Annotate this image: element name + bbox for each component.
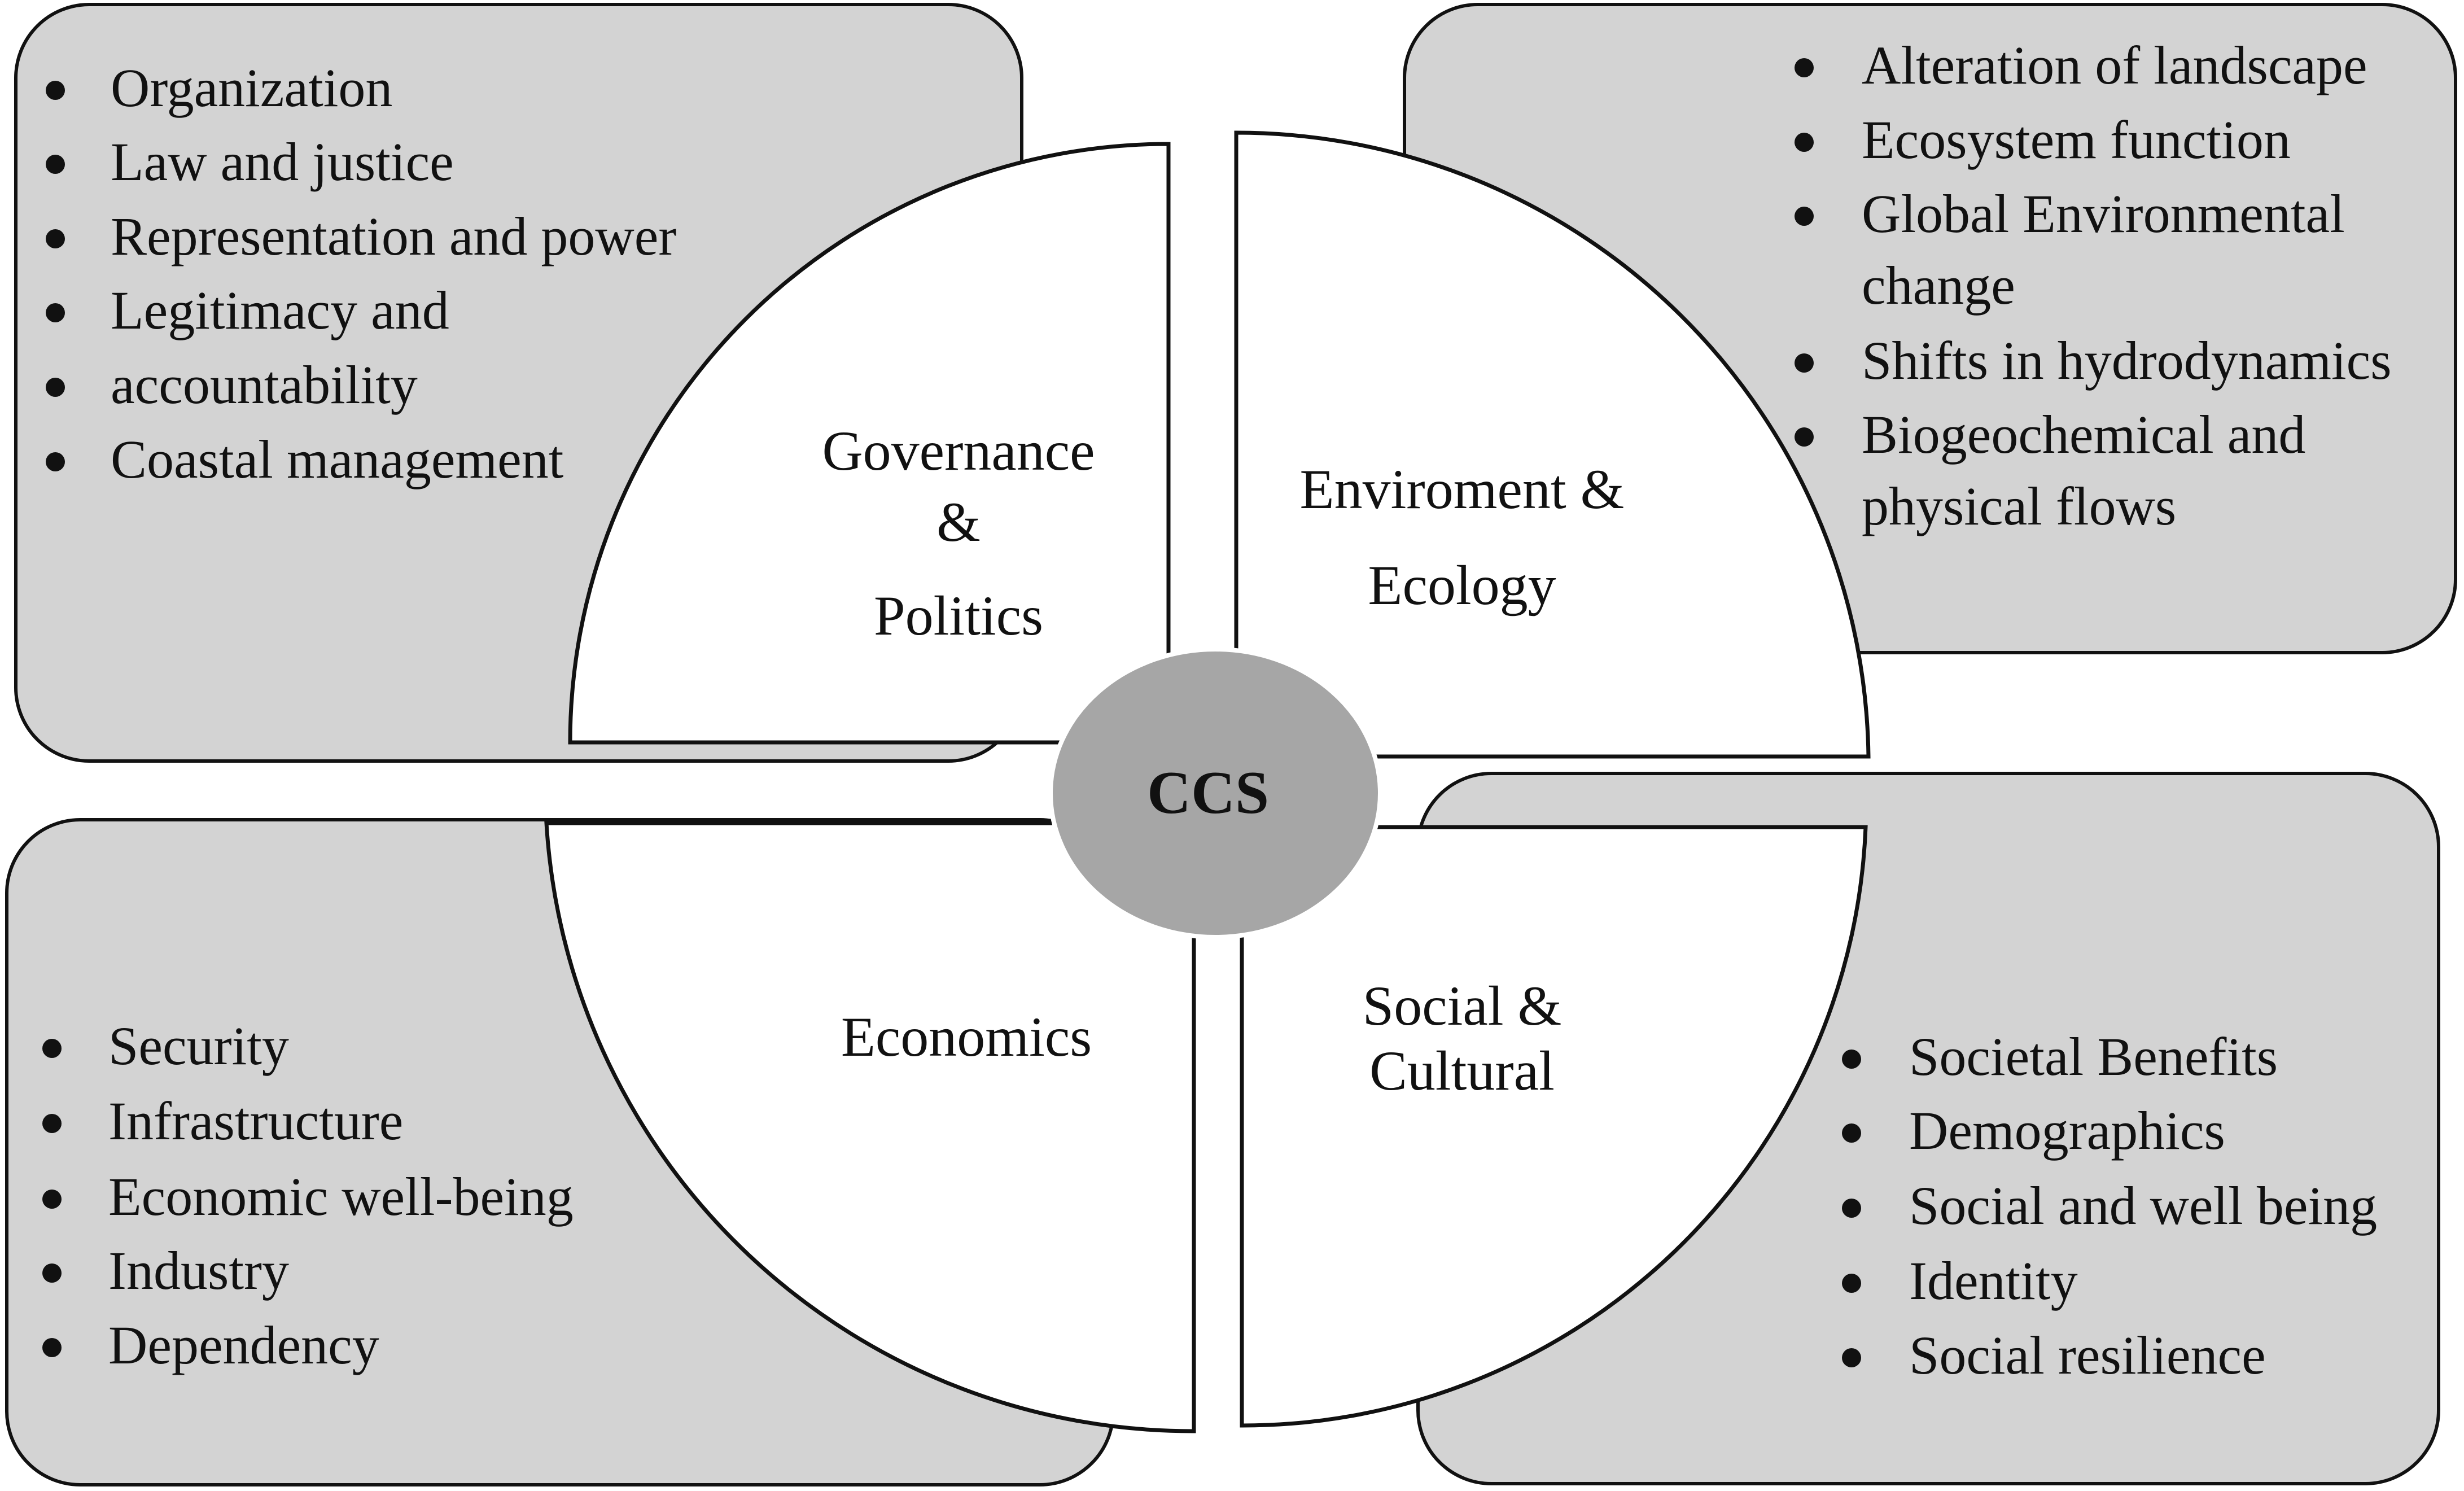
bullet-icon — [46, 452, 65, 471]
bullet-icon — [46, 229, 65, 248]
environment-item: Alteration of landscape — [1862, 35, 2367, 95]
governance-item: Coastal management — [111, 429, 564, 489]
bullet-icon — [46, 81, 65, 100]
bullet-icon — [42, 1039, 62, 1058]
economics-item: Economic well-being — [108, 1166, 574, 1227]
economics-item: Dependency — [108, 1315, 379, 1375]
bullet-icon — [46, 155, 65, 174]
economics-item: Infrastructure — [108, 1091, 403, 1151]
social-item: Social resilience — [1909, 1325, 2266, 1385]
governance-item: Legitimacy and — [111, 280, 449, 340]
bullet-icon — [1842, 1274, 1861, 1293]
social-quadrant — [1240, 825, 1868, 1428]
bullet-icon — [1795, 58, 1814, 77]
governance-item: Organization — [111, 58, 392, 118]
environment-item: Shifts in hydrodynamics — [1862, 330, 2392, 391]
governance-label-line-2: & — [936, 491, 981, 553]
environment-quadrant — [1234, 130, 1871, 759]
bullet-icon — [1842, 1050, 1861, 1069]
bullet-icon — [42, 1114, 62, 1133]
center-ellipse — [1048, 647, 1382, 939]
environment-item: Global Environmental — [1862, 183, 2345, 244]
environment-item-continuation: change — [1862, 255, 2015, 316]
bullet-icon — [1842, 1348, 1861, 1367]
bullet-icon — [46, 303, 65, 322]
bullet-icon — [1842, 1123, 1861, 1143]
governance-item: Representation and power — [111, 206, 676, 266]
bullet-icon — [46, 378, 65, 397]
governance-item: accountability — [111, 355, 418, 415]
bullet-icon — [1842, 1199, 1861, 1218]
economics-label-line-1: Economics — [841, 1005, 1092, 1068]
economics-quadrant — [544, 821, 1196, 1433]
social-label-line-2: Cultural — [1369, 1039, 1555, 1102]
environment-item: Ecosystem function — [1862, 110, 2291, 170]
economics-item: Industry — [108, 1240, 289, 1301]
environment-item-continuation: physical flows — [1862, 476, 2176, 536]
governance-quadrant — [568, 142, 1171, 745]
social-item: Societal Benefits — [1909, 1026, 2278, 1087]
bullet-icon — [1795, 427, 1814, 447]
environment-label-line-1: Enviroment & — [1300, 458, 1625, 521]
social-item: Demographics — [1909, 1100, 2225, 1161]
center-label: CCS — [1147, 759, 1269, 827]
bullet-icon — [1795, 207, 1814, 226]
governance-label-line-3: Politics — [874, 584, 1043, 647]
bullet-icon — [1795, 353, 1814, 373]
environment-item: Biogeochemical and — [1862, 404, 2305, 465]
social-item: Social and well being — [1909, 1175, 2377, 1236]
governance-item: Law and justice — [111, 132, 454, 192]
bullet-icon — [1795, 133, 1814, 152]
bullet-icon — [42, 1190, 62, 1209]
environment-label-line-2: Ecology — [1368, 554, 1556, 616]
economics-item: Security — [108, 1016, 289, 1076]
bullet-icon — [42, 1338, 62, 1357]
social-item: Identity — [1909, 1250, 2078, 1311]
bullet-icon — [42, 1263, 62, 1283]
governance-label-line-1: Governance — [822, 419, 1095, 482]
social-label-line-1: Social & — [1363, 974, 1562, 1037]
